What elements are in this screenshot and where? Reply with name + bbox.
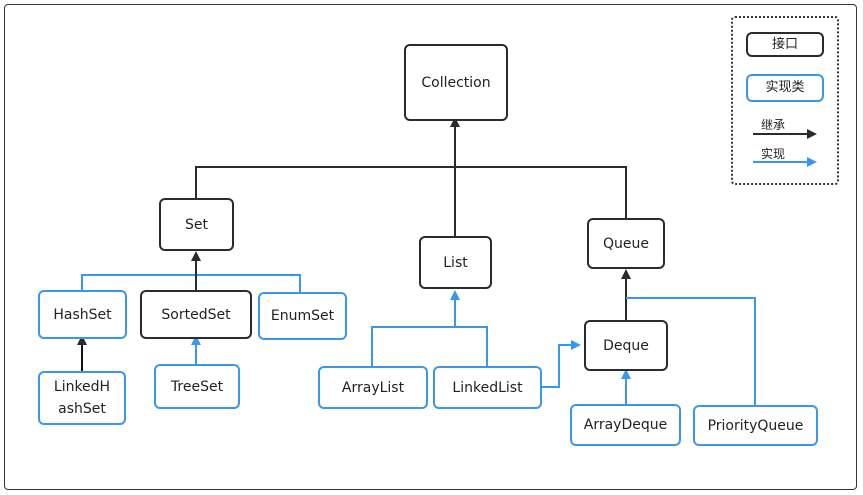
legend [731, 16, 839, 185]
hashset-label: HashSet [53, 306, 112, 323]
legend-interface-label: 接口 [771, 36, 798, 52]
linkedlist-node: LinkedList [433, 366, 542, 409]
queue-label: Queue [603, 235, 649, 252]
legend-interface-box: 接口 [746, 32, 824, 57]
enumset-node: EnumSet [258, 292, 347, 340]
sortedset-label: SortedSet [161, 306, 231, 323]
priorityqueue-node: PriorityQueue [693, 405, 818, 446]
legend-inherit-label: 继承 [761, 118, 786, 132]
collection-label: Collection [421, 74, 491, 91]
linkedhashset-label-line2: ashSet [58, 401, 106, 417]
legend-implement-label: 实现 [761, 147, 786, 161]
set-implementations-edges [81, 251, 301, 292]
legend-impl-box: 实现类 [746, 74, 824, 102]
list-implementations-edges [371, 290, 488, 366]
linkedlist-to-deque-edge [542, 340, 581, 388]
legend-impl-label: 实现类 [765, 80, 805, 95]
list-node: List [419, 236, 492, 289]
diagram-frame [4, 4, 857, 490]
treeset-label: TreeSet [170, 378, 224, 395]
treeset-node: TreeSet [154, 364, 240, 409]
queue-node: Queue [587, 218, 665, 269]
arraydeque-node: ArrayDeque [570, 404, 681, 446]
arraydeque-label: ArrayDeque [583, 417, 668, 433]
list-label: List [443, 254, 468, 271]
linkedhashset-node: LinkedH ashSet [38, 371, 126, 425]
set-label: Set [185, 216, 208, 233]
sortedset-node: SortedSet [140, 290, 252, 339]
arraylist-label: ArrayList [341, 379, 405, 396]
queue-edges [621, 269, 756, 405]
deque-node: Deque [584, 320, 668, 371]
enumset-label: EnumSet [270, 308, 335, 324]
deque-label: Deque [603, 337, 649, 354]
linkedhashset-label-line1: LinkedH [53, 379, 111, 395]
collection-node: Collection [404, 44, 508, 121]
arraylist-node: ArrayList [318, 366, 428, 409]
priorityqueue-label: PriorityQueue [707, 417, 804, 434]
set-node: Set [159, 198, 234, 251]
linkedlist-label: LinkedList [452, 379, 523, 396]
hashset-node: HashSet [38, 290, 127, 339]
inherit-edges-to-collection [195, 117, 627, 236]
